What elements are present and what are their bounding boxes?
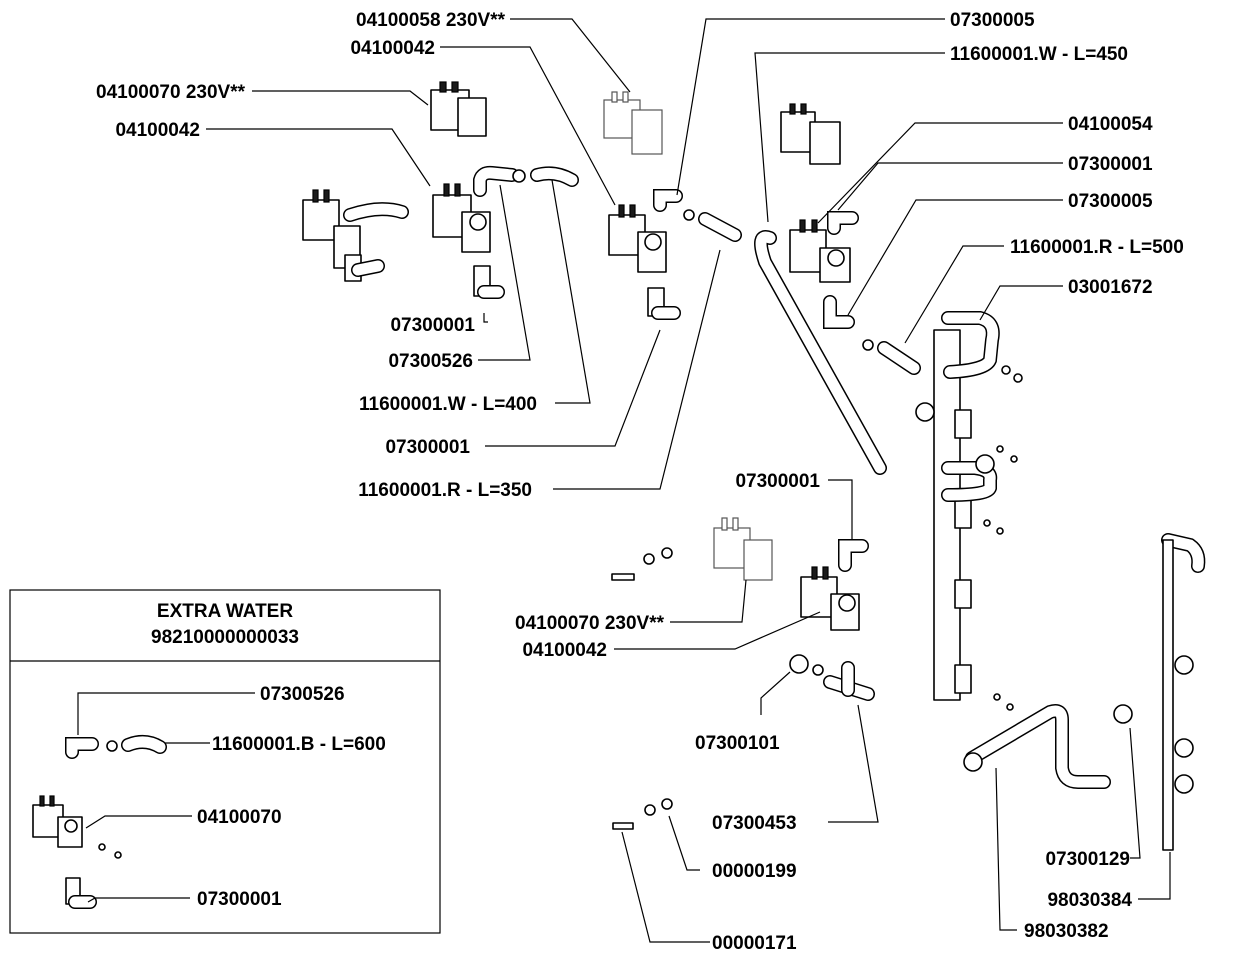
callout-labels: 04100058 230V** 04100042 04100070 230V**… (96, 10, 1184, 954)
leader-lines (206, 18, 1171, 943)
hose-11600001-W-400 (530, 166, 579, 187)
callout-00000171: 00000171 (712, 933, 797, 954)
callout-07300129: 07300129 (1045, 849, 1130, 870)
kit-callout-11600001-B-600: 11600001.B - L=600 (212, 734, 386, 755)
elbow-07300001-mid (838, 539, 869, 572)
valve-04100054 (789, 219, 851, 283)
coil-04100070-left (302, 81, 487, 282)
callout-04100070-left: 04100070 230V** (96, 82, 246, 103)
elbow-07300001-b (647, 287, 681, 320)
coil-04100070-mid (713, 517, 773, 581)
callout-07300101: 07300101 (695, 733, 780, 754)
callout-07300001-a: 07300001 (390, 315, 475, 336)
callout-04100042-top: 04100042 (350, 38, 435, 59)
callout-07300001-mid: 07300001 (735, 471, 820, 492)
callout-07300453: 07300453 (712, 813, 797, 834)
extra-water-title: EXTRA WATER (157, 601, 293, 622)
callout-04100070-mid: 04100070 230V** (515, 613, 665, 634)
callout-00000199: 00000199 (712, 861, 797, 882)
hose-11600001-W-450 (754, 230, 887, 475)
small-hardware-mid (611, 547, 673, 581)
valve-04100042-mid-top (608, 204, 667, 273)
callout-98030382: 98030382 (1024, 921, 1109, 942)
screws-manifold (983, 365, 1023, 711)
elbow-07300001-right (827, 211, 859, 235)
nut-07300129 (1113, 704, 1133, 724)
kit-elbow-07300526 (65, 737, 118, 759)
hose-11600001-R-350 (698, 212, 742, 242)
kit-valve-04100070 (32, 795, 122, 859)
callout-04100042-mid: 04100042 (522, 640, 607, 661)
elbow-07300001-a (473, 265, 505, 299)
extra-water-kit-box: EXTRA WATER 98210000000033 (9, 589, 441, 934)
callout-98030384: 98030384 (1047, 890, 1132, 911)
callout-11600001-W-450: 11600001.W - L=450 (950, 44, 1128, 65)
coil-04100054-spare (780, 103, 841, 165)
callout-04100054: 04100054 (1068, 114, 1153, 135)
kit-callout-07300001: 07300001 (197, 889, 282, 910)
screw-nut-washer (612, 798, 673, 830)
callout-07300001-b: 07300001 (385, 437, 470, 458)
callout-11600001-R-500: 11600001.R - L=500 (1010, 237, 1184, 258)
manifold-03001672 (915, 311, 1000, 701)
nut-07300101 (789, 654, 824, 676)
callout-04100058: 04100058 230V** (356, 10, 506, 31)
callout-04100042-left: 04100042 (115, 120, 200, 141)
valve-04100042-left (432, 183, 491, 253)
callout-11600001-W-400: 11600001.W - L=400 (359, 394, 537, 415)
kit-callout-04100070: 04100070 (197, 807, 282, 828)
pipe-98030384 (1161, 533, 1206, 851)
callout-07300005-right: 07300005 (1068, 191, 1153, 212)
callout-11600001-R-350: 11600001.R - L=350 (358, 480, 532, 501)
callout-07300005-top: 07300005 (950, 10, 1035, 31)
elbow-07300526 (473, 165, 526, 197)
tee-07300453 (823, 661, 875, 701)
extra-water-code: 98210000000033 (151, 627, 299, 648)
kit-elbow-07300001 (65, 877, 97, 909)
pipe-98030382 (963, 704, 1111, 789)
valve-04100042-mid (800, 566, 860, 631)
kit-callout-07300526: 07300526 (260, 684, 345, 705)
callout-07300526: 07300526 (388, 351, 473, 372)
callout-07300001-right: 07300001 (1068, 154, 1153, 175)
callout-03001672: 03001672 (1068, 277, 1153, 298)
elbow-07300005-top (653, 189, 695, 221)
coil-04100058 (603, 91, 663, 155)
elbow-07300005-right (823, 295, 874, 351)
kit-hose-11600001-B-600 (121, 735, 167, 754)
hose-11600001-R-500 (877, 341, 921, 375)
